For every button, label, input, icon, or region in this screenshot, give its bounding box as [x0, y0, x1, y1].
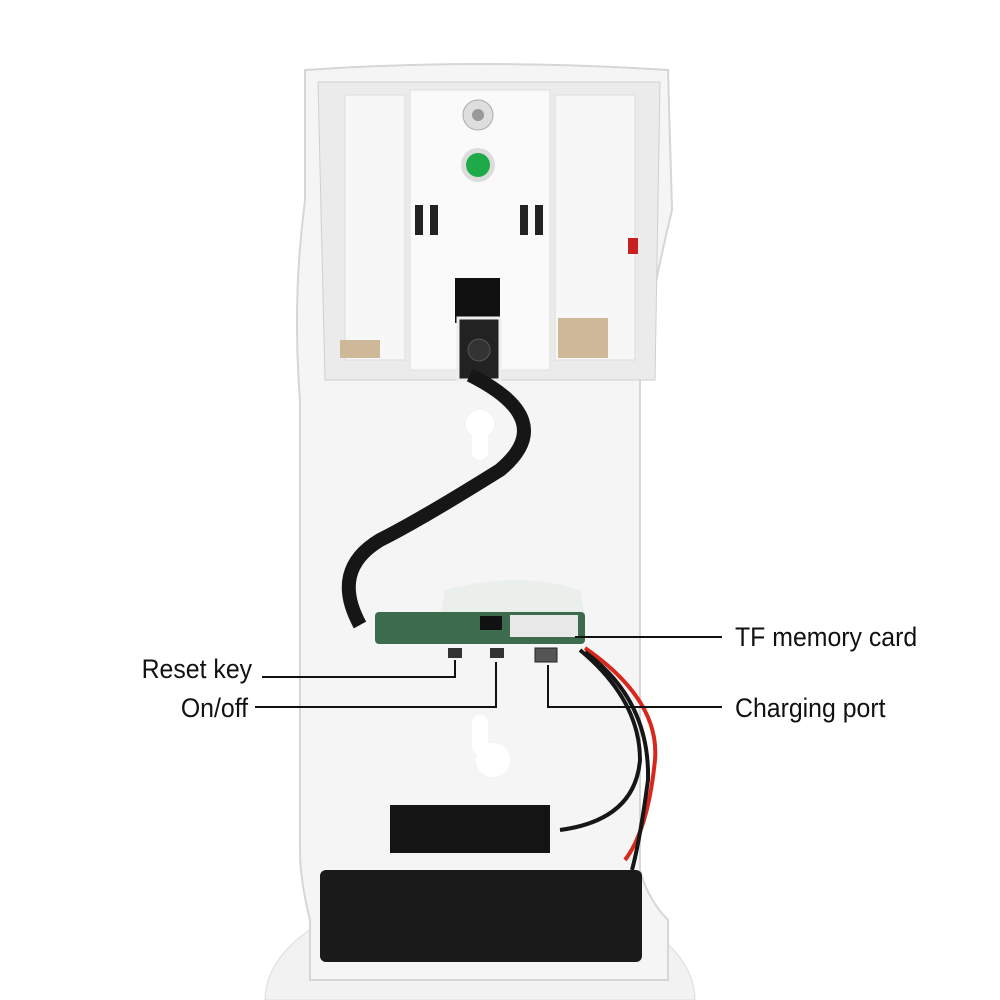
reset-key-button[interactable]	[448, 648, 462, 658]
adhesive-pad	[390, 805, 550, 853]
black-wire	[559, 648, 643, 832]
right-battery-slot	[554, 94, 636, 361]
tf-card-slot	[510, 615, 578, 637]
on-off-label: On/off	[180, 693, 248, 723]
sensor-lens	[472, 109, 484, 121]
battery	[320, 870, 642, 962]
tf-card-label: TF memory card	[735, 622, 918, 652]
leader-lines	[255, 636, 722, 708]
green-led-icon	[466, 153, 490, 177]
slot	[415, 205, 423, 235]
chip	[480, 616, 502, 630]
slot	[535, 205, 543, 235]
left-battery-slot	[344, 94, 406, 361]
keyhole-bottom-slot	[472, 715, 488, 755]
on-off-switch[interactable]	[490, 648, 504, 658]
glue	[440, 580, 585, 615]
contact-cutout-left	[340, 340, 380, 358]
black-wire-2	[583, 650, 651, 871]
leader-reset	[262, 660, 456, 678]
charging-port[interactable]	[534, 647, 558, 663]
reset-key-label: Reset key	[141, 654, 252, 684]
charging-port-label: Charging port	[735, 693, 886, 723]
keyhole-top-slot	[472, 420, 488, 460]
ribbon-cable	[341, 368, 531, 629]
camera-lens-icon	[467, 338, 491, 362]
keyhole-bottom	[476, 743, 510, 777]
slot	[520, 205, 528, 235]
red-marker	[628, 238, 638, 254]
camera-mount	[455, 278, 500, 323]
slot	[430, 205, 438, 235]
leader-onoff	[255, 662, 497, 708]
leader-charge	[547, 665, 722, 708]
contact-cutout	[558, 318, 608, 358]
